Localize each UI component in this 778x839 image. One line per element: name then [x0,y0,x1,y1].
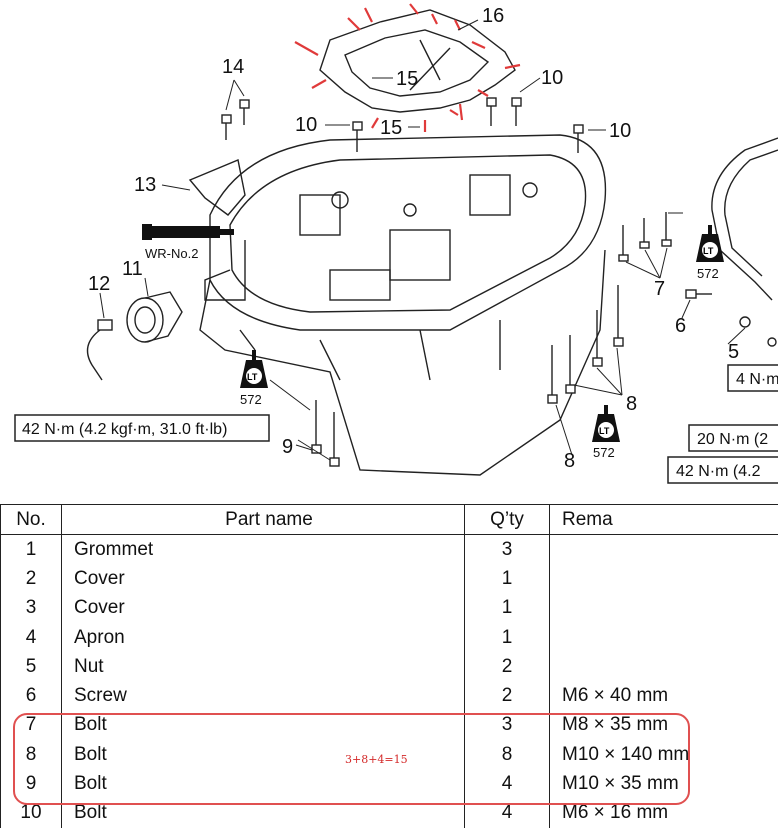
cell-remarks: M10 × 140 mm [549,740,778,770]
callout-16: 16 [482,5,504,27]
callout-10b: 10 [295,114,317,136]
grease-label: WR-No.2 [145,246,198,261]
bottom-cowling-drawing [199,134,607,476]
cell-qty: 1 [464,593,550,623]
cell-part-name: Screw [61,681,465,711]
callout-15b: 15 [380,117,402,139]
cell-no: 4 [0,622,62,653]
cell-remarks: M6 × 40 mm [549,681,778,711]
header-no: No. [0,504,62,535]
leader-lines [99,19,746,461]
callout-5: 5 [728,341,739,363]
table-header-row: No. Part name Q’ty Rema [0,504,778,535]
cell-part-name: Cover [61,593,465,623]
cell-remarks [549,652,778,682]
cell-no: 9 [0,769,62,799]
torque-box-r1 [727,364,778,392]
cell-part-name: Nut [61,652,465,682]
cell-qty: 2 [464,681,550,711]
cell-part-name: Cover [61,564,465,594]
cell-qty: 3 [464,710,550,741]
torque-box-r3 [667,456,778,484]
header-remarks: Rema [549,504,778,535]
cell-no: 2 [0,564,62,594]
lt-number: 572 [240,392,262,407]
callout-15a: 15 [396,68,418,90]
cell-no: 7 [0,710,62,741]
sum-annotation: 3+8+4=15 [345,753,408,766]
cell-qty: 2 [464,652,550,682]
torque-spec-r2: 20 N·m (2 [697,431,768,448]
cell-part-name: Bolt [61,740,465,770]
callout-8a: 8 [626,393,637,415]
cell-remarks: M8 × 35 mm [549,710,778,741]
cell-remarks [549,622,778,653]
cell-qty: 3 [464,534,550,565]
cell-no: 3 [0,593,62,623]
cell-part-name: Bolt [61,710,465,741]
red-arrows [294,3,521,132]
cell-remarks [549,534,778,565]
exploded-parts-diagram: WR-No.2 LT 572 LT 572 LT 572 16 [14,3,778,484]
cell-remarks: M10 × 35 mm [549,769,778,799]
callout-13: 13 [134,174,156,196]
cell-qty: 8 [464,740,550,770]
header-part-name: Part name [61,504,465,535]
lt-badge-left: LT 572 [240,350,268,407]
torque-box-r2 [688,424,778,452]
cell-part-name: Bolt [61,769,465,799]
cell-no: 6 [0,681,62,711]
cell-no: 5 [0,652,62,682]
cell-remarks [549,564,778,594]
torque-spec-left: 42 N·m (4.2 kgf·m, 31.0 ft·lb) [22,421,227,438]
callout-6: 6 [675,315,686,337]
callout-8b: 8 [564,450,575,472]
cell-qty: 1 [464,564,550,594]
lt-number: 572 [697,266,719,281]
cell-no: 8 [0,740,62,770]
apron-drawing [711,137,778,301]
small-parts-drawing [86,159,246,381]
lt-badge-text: LT [703,246,714,256]
callout-12: 12 [88,273,110,295]
callout-10a: 10 [541,67,563,89]
cell-remarks [549,593,778,623]
torque-spec-r3: 42 N·m (4.2 [676,463,761,480]
callout-9: 9 [282,436,293,458]
cell-no: 1 [0,534,62,565]
torque-box-left [14,414,270,442]
lt-badge-text: LT [599,426,610,436]
lt-badge-right: LT 572 [696,225,724,281]
cell-qty: 4 [464,769,550,799]
callout-11: 11 [122,258,143,280]
cell-part-name: Grommet [61,534,465,565]
callout-7: 7 [654,278,665,300]
lt-number: 572 [593,445,615,460]
lt-badge-bottom: LT 572 [592,405,620,460]
cell-qty: 1 [464,622,550,653]
highlight-box [13,713,690,805]
grease-gun-icon [142,224,234,240]
callout-14: 14 [222,56,244,78]
bolts-drawing [221,97,777,467]
torque-spec-r1: 4 N·m [736,371,778,388]
callout-10c: 10 [609,120,631,142]
lt-badge-text: LT [247,372,258,382]
cell-part-name: Apron [61,622,465,653]
header-qty: Q’ty [464,504,550,535]
